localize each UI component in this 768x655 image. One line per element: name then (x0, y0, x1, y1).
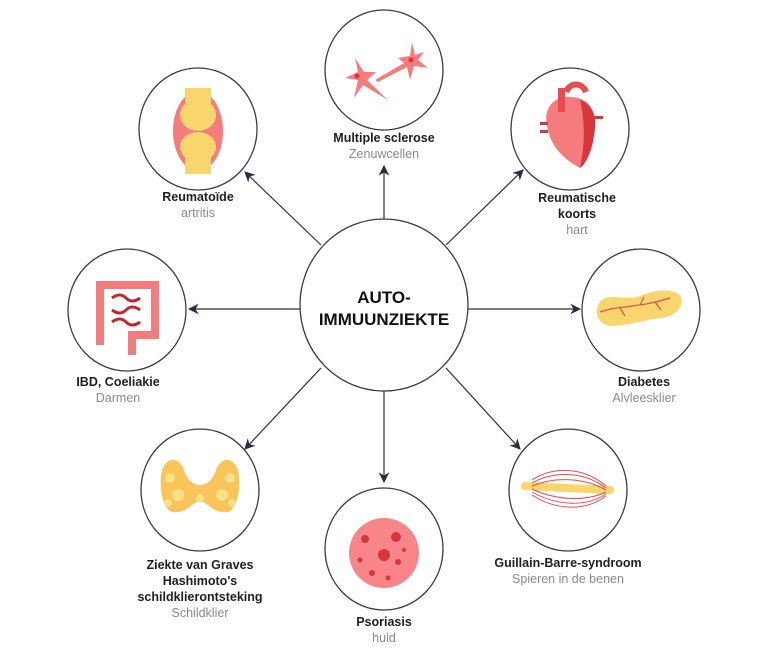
node-title: IBD, Coeliakie (76, 375, 160, 389)
label-gbs: Guillain-Barre-syndroom Spieren in de be… (494, 555, 641, 587)
node-title: Reumatoïde (162, 190, 234, 204)
node-subtitle: huid (372, 631, 396, 645)
label-rf: Reumatische koorts hart (538, 190, 616, 238)
node-title: Psoriasis (356, 615, 412, 629)
node-subtitle: hart (566, 223, 588, 237)
node-title: Guillain-Barre-syndroom (494, 556, 642, 570)
node-title: Multiple sclerose (333, 131, 435, 145)
pancreas-icon (596, 290, 682, 326)
node-subtitle: Alvleesklier (612, 391, 676, 405)
label-ibd: IBD, Coeliakie Darmen (76, 374, 159, 406)
muscle-icon (521, 469, 614, 508)
arrow-gbs (445, 367, 521, 450)
label-ra: Reumatoïde artritis (162, 189, 234, 221)
center-title-line1: AUTO- (357, 288, 411, 307)
node-title: Ziekte van Graves (146, 558, 254, 572)
label-ms: Multiple sclerose Zenuwcellen (333, 130, 434, 162)
heart-icon (540, 81, 603, 168)
node-subtitle: Darmen (95, 391, 141, 405)
node-title: Diabetes (617, 375, 671, 389)
neuron-icon (345, 42, 428, 100)
center-title: AUTO- IMMUUNZIEKTE (319, 287, 449, 331)
node-title: koorts (557, 207, 597, 221)
node-title: Hashimoto's (162, 574, 238, 588)
arrow-thy (244, 367, 322, 450)
node-subtitle: artritis (180, 206, 216, 220)
center-title-line2: IMMUUNZIEKTE (318, 310, 450, 329)
joint-icon (173, 88, 223, 174)
center-circle (299, 218, 469, 392)
node-subtitle: Schildklier (171, 606, 229, 620)
arrow-ra (244, 171, 322, 246)
node-subtitle: Spieren in de benen (512, 572, 624, 586)
node-circle-ms (324, 9, 444, 131)
label-dm: Diabetes Alvleesklier (612, 374, 675, 406)
skin-icon (349, 518, 419, 588)
node-subtitle: Zenuwcellen (348, 147, 420, 161)
node-title: schildklierontsteking (137, 590, 263, 604)
label-pso: Psoriasis huid (356, 614, 412, 646)
intestine-icon (96, 281, 159, 355)
thyroid-icon (160, 459, 240, 513)
label-thy: Ziekte van Graves Hashimoto's schildklie… (137, 557, 262, 621)
node-title: Reumatische (538, 191, 616, 205)
arrow-rf (445, 169, 524, 246)
